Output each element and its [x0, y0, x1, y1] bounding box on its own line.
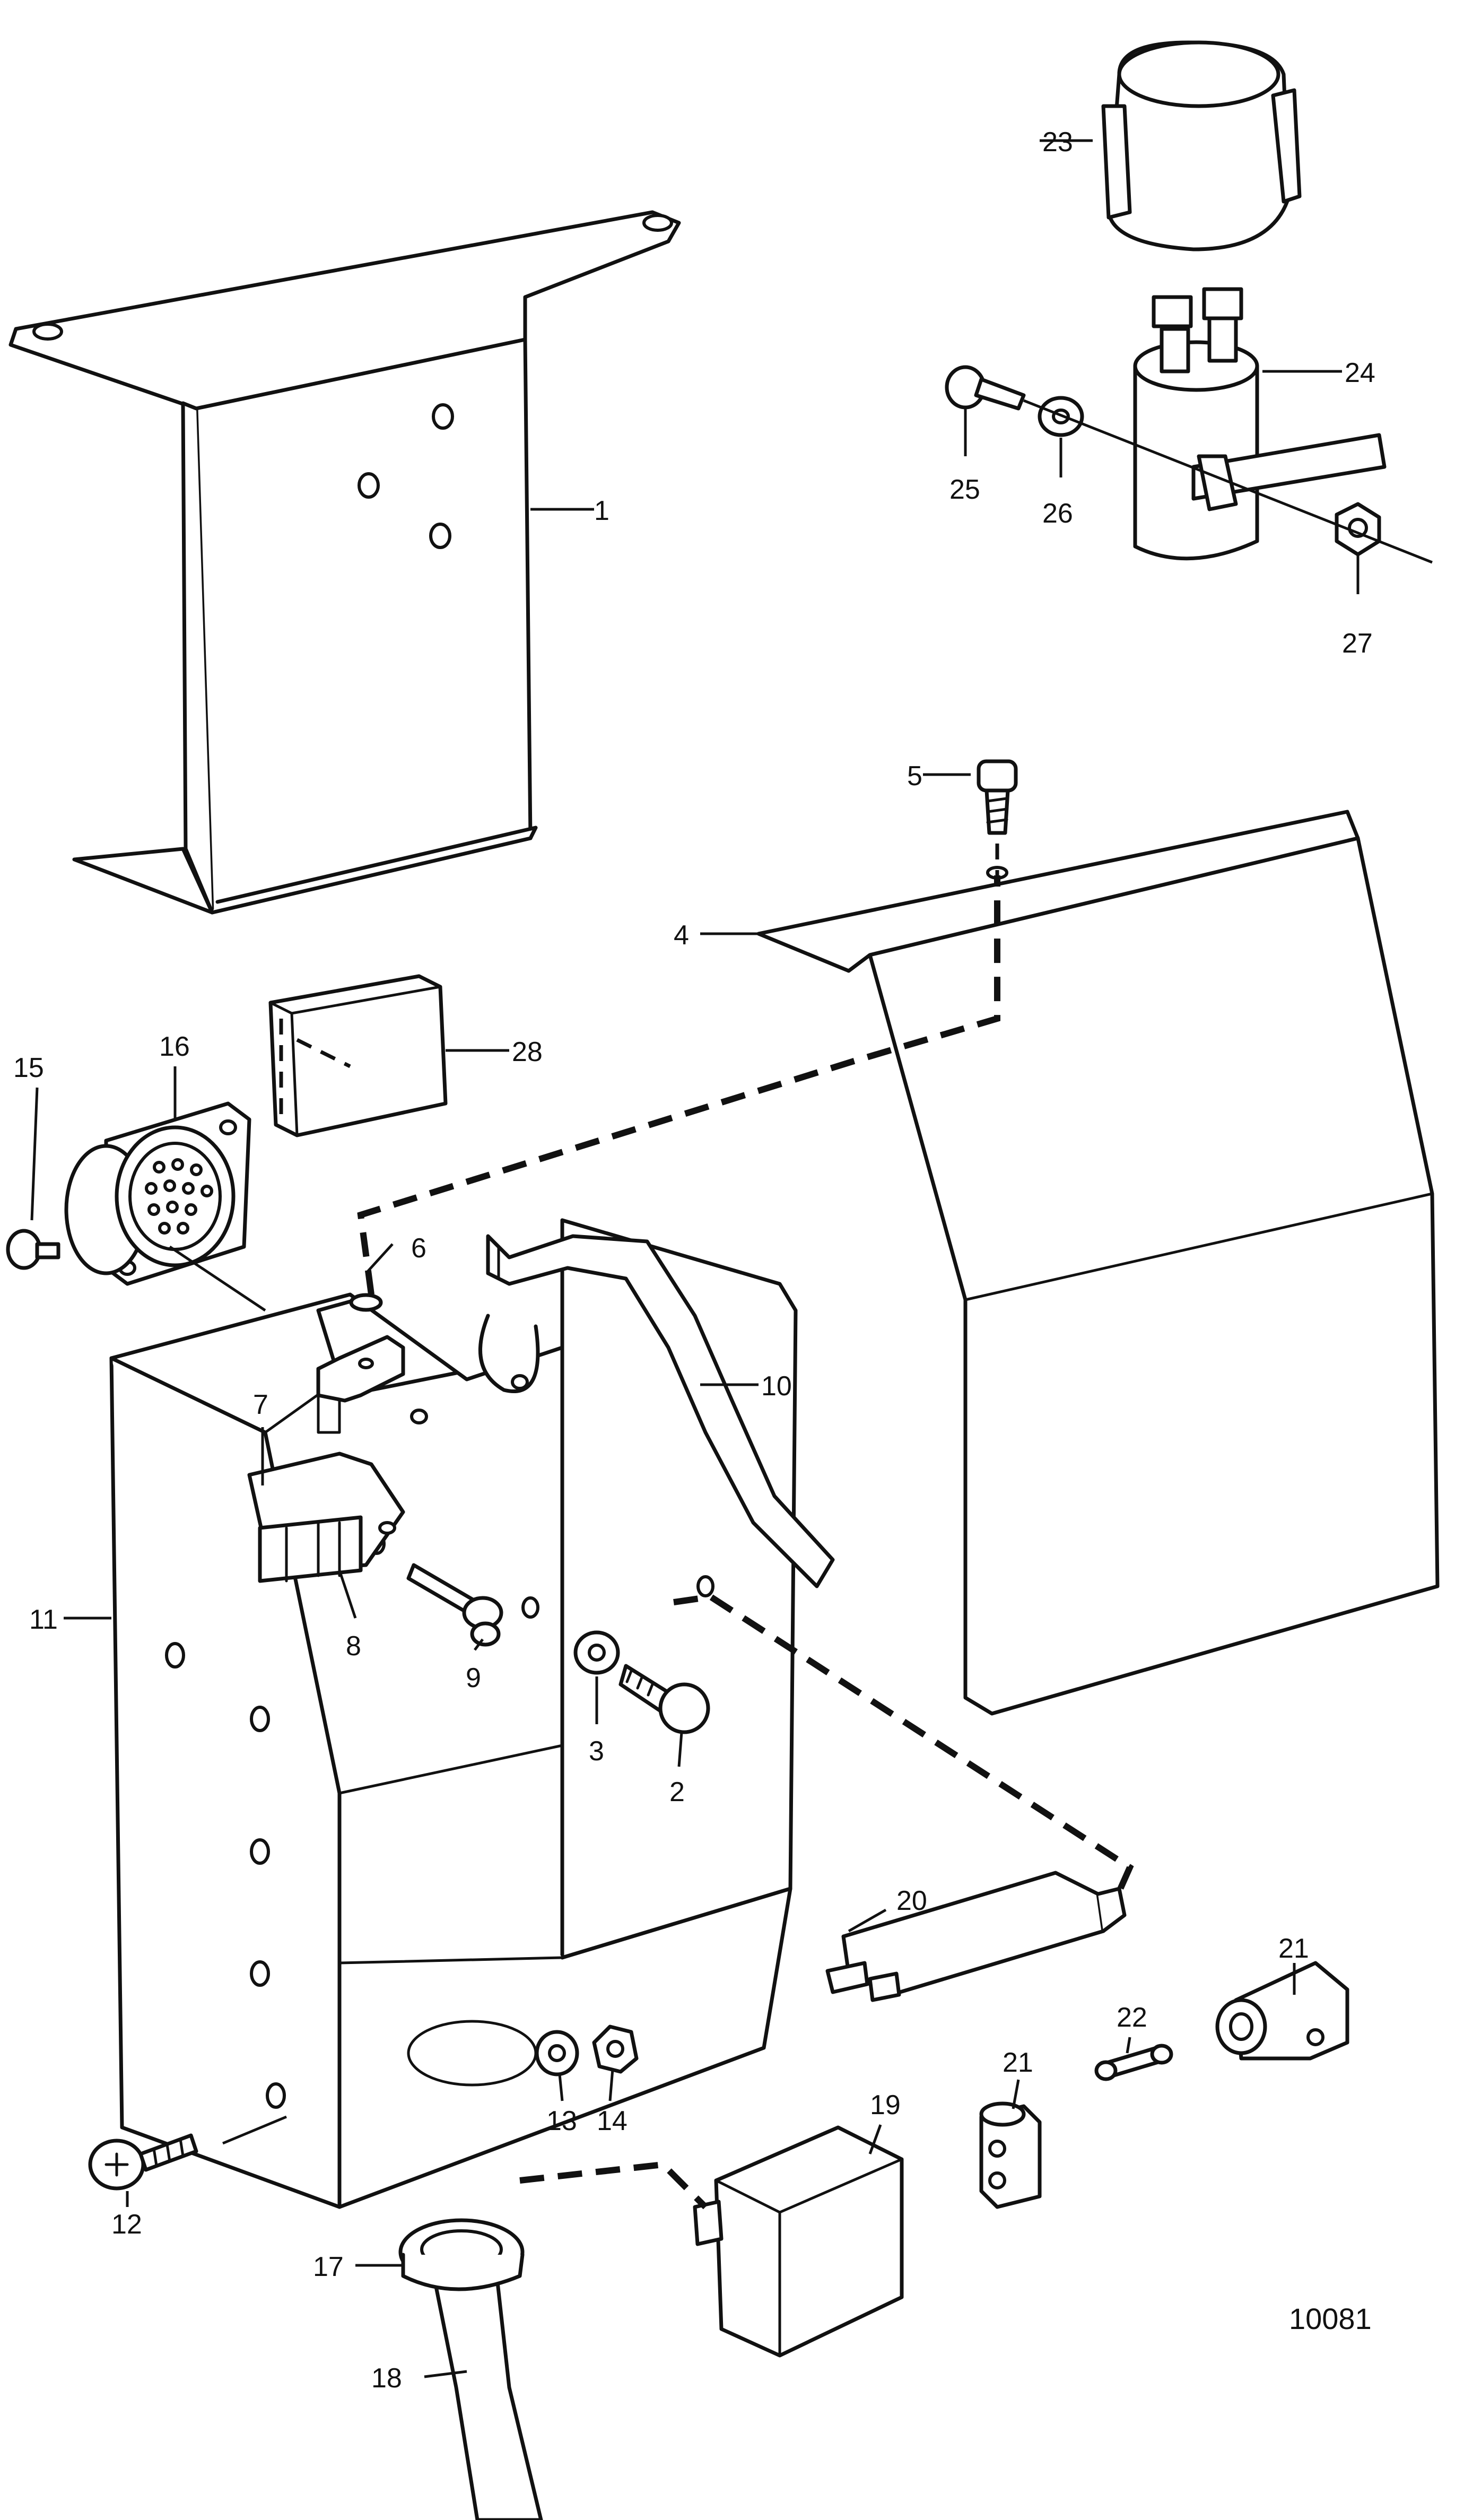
terminal-block-part-7 [247, 1452, 405, 1583]
callout-12: 12 [111, 2209, 142, 2240]
callout-14: 14 [597, 2106, 628, 2136]
callout-26: 26 [1042, 498, 1073, 529]
callout-22: 22 [1117, 2002, 1147, 2033]
callout-11: 11 [29, 1604, 58, 1635]
nut-part-27 [1335, 502, 1381, 557]
routing-lines [357, 844, 1134, 2210]
cover-part-4 [756, 810, 1440, 1716]
leader-lines [30, 139, 1360, 2378]
fuse-part-22 [1094, 2044, 1173, 2081]
washer-part-3 [573, 1630, 620, 1675]
callout-labels: 1 2 3 4 5 6 7 8 9 10 11 12 13 14 15 16 1… [13, 127, 1375, 2394]
screw-part-12 [88, 2133, 198, 2191]
nut-part-14 [592, 2024, 639, 2074]
callout-27: 27 [1342, 628, 1373, 659]
callout-21a: 21 [1003, 2047, 1033, 2078]
callout-1: 1 [594, 496, 609, 526]
callout-15: 15 [13, 1053, 44, 1083]
screw-part-5 [977, 759, 1018, 835]
screw-part-15 [6, 1229, 60, 1270]
fuse-cap-part-21-left [979, 2101, 1042, 2209]
grommet-part-17 [398, 2218, 525, 2291]
cable-part-10 [486, 1234, 835, 1588]
washer-part-13 [535, 2030, 579, 2076]
callout-25: 25 [949, 474, 980, 505]
callout-13: 13 [546, 2106, 577, 2136]
callout-21b: 21 [1278, 1933, 1309, 1964]
solenoid-part-24 [1133, 287, 1387, 561]
pin-part-9 [406, 1563, 503, 1647]
callout-10: 10 [761, 1371, 792, 1402]
callout-3: 3 [589, 1736, 604, 1767]
callout-16: 16 [159, 1031, 190, 1062]
connector-pins [145, 1158, 213, 1235]
box-housing-part-11 [109, 1218, 798, 2209]
callout-2: 2 [669, 1777, 685, 1808]
callout-28: 28 [512, 1037, 543, 1067]
fuse-holder-part-20 [825, 1871, 1127, 2002]
callout-24: 24 [1345, 358, 1375, 388]
connector-part-16 [64, 1101, 251, 1286]
callout-18: 18 [371, 2363, 402, 2394]
callout-20: 20 [896, 1885, 927, 1916]
callout-23: 23 [1042, 127, 1073, 158]
callout-5: 5 [907, 761, 922, 792]
callout-8: 8 [346, 1631, 361, 1662]
figure-number: 10081 [1289, 2302, 1372, 2335]
clip-part-6 [316, 1293, 405, 1434]
cap-part-23 [1101, 40, 1302, 251]
callout-4: 4 [674, 920, 689, 951]
relay-part-19 [693, 2125, 904, 2358]
callout-7: 7 [253, 1389, 268, 1420]
bolt-part-25 [945, 365, 1026, 411]
mounting-bracket-part-1 [8, 210, 681, 915]
bolt-part-2 [618, 1664, 710, 1734]
callout-17: 17 [313, 2252, 344, 2282]
resistor-block-part-28 [268, 974, 448, 1137]
callout-6: 6 [411, 1233, 426, 1264]
callout-9: 9 [466, 1663, 481, 1693]
fuse-cap-part-21-right [1215, 1961, 1349, 2061]
callout-19: 19 [870, 2090, 901, 2121]
